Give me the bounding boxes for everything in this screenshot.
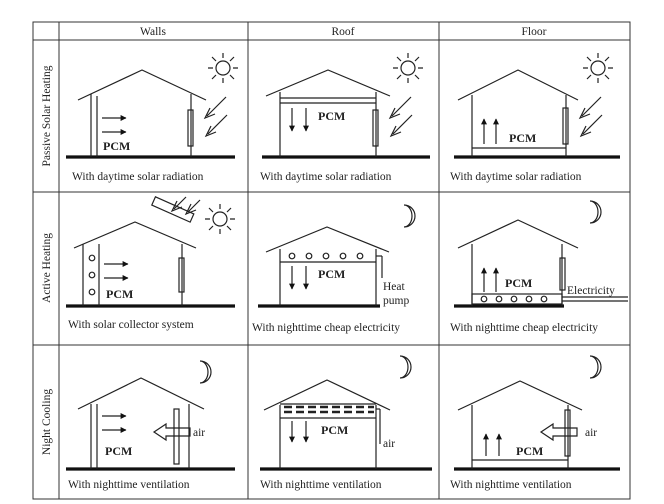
house-outline: [258, 226, 390, 308]
column-header-floor: Floor: [522, 26, 547, 38]
heat-pump-pipe-circles-icon: [288, 252, 364, 260]
moon-icon: [589, 355, 602, 379]
ventilation-dashes-icon: [284, 405, 374, 414]
house-outline: [262, 69, 430, 159]
heating-cable-circles-icon: [480, 295, 548, 303]
cell-active-floor: PCM Electricity With nighttime cheap ele…: [450, 200, 628, 334]
house-outline: [454, 219, 579, 308]
solar-radiation-arrows-icon: [578, 96, 603, 138]
fluid-pipe-circles-icon: [88, 254, 96, 296]
pcm-label: PCM: [321, 423, 348, 437]
solar-radiation-arrows-icon: [388, 96, 413, 138]
column-header-walls: Walls: [140, 26, 166, 38]
cell-night-roof: PCM air With nighttime ventilation: [260, 355, 432, 491]
house-outline: [454, 69, 620, 159]
sun-icon: [583, 53, 613, 83]
cell-active-roof: PCM Heat pump With nighttime cheap elect…: [252, 204, 416, 334]
row-label-night-cooling: Night Cooling: [41, 389, 53, 455]
house-outline: [66, 69, 235, 159]
cell-caption: With nighttime ventilation: [450, 479, 572, 491]
sun-icon: [208, 53, 238, 83]
cell-caption: With nighttime cheap electricity: [450, 322, 598, 334]
cell-caption: With daytime solar radiation: [260, 171, 392, 183]
cell-caption: With nighttime cheap electricity: [252, 322, 400, 334]
cell-night-walls: PCM air With nighttime ventilation: [66, 360, 235, 491]
cell-passive-walls: PCM With daytime solar radiation: [66, 53, 238, 183]
cell-caption: With nighttime ventilation: [68, 479, 190, 491]
air-label: air: [585, 427, 597, 439]
cell-passive-roof: PCM With daytime solar radiation: [260, 53, 430, 183]
house-outline: [454, 380, 620, 471]
solar-radiation-arrows-icon: [170, 196, 201, 216]
cell-passive-floor: PCM With daytime solar radiation: [450, 53, 620, 183]
sun-icon: [205, 204, 235, 234]
moon-icon: [399, 355, 412, 379]
cell-caption: With nighttime ventilation: [260, 479, 382, 491]
pcm-label: PCM: [103, 139, 130, 153]
pcm-label: PCM: [505, 276, 532, 290]
moon-icon: [403, 204, 416, 228]
electricity-label: Electricity: [567, 285, 615, 297]
moon-icon: [589, 200, 602, 224]
pcm-label: PCM: [318, 267, 345, 281]
air-label: air: [383, 438, 395, 450]
row-label-passive-solar-heating: Passive Solar Heating: [41, 65, 53, 166]
sun-icon: [393, 53, 423, 83]
house-outline: [66, 377, 235, 471]
heat-pump-label: pump: [383, 295, 409, 307]
cell-active-walls: PCM With solar collector system: [66, 196, 235, 331]
cell-caption: With daytime solar radiation: [450, 171, 582, 183]
pcm-label: PCM: [105, 444, 132, 458]
cell-night-floor: PCM air With nighttime ventilation: [450, 355, 620, 491]
pcm-label: PCM: [106, 287, 133, 301]
moon-icon: [199, 360, 212, 384]
row-label-active-heating: Active Heating: [41, 233, 53, 303]
air-label: air: [193, 427, 205, 439]
house-outline: [66, 221, 235, 308]
air-flow-arrow-icon: [152, 422, 191, 442]
cell-caption: With daytime solar radiation: [72, 171, 204, 183]
house-outline: [260, 379, 432, 471]
solar-radiation-arrows-icon: [203, 96, 228, 138]
pcm-label: PCM: [509, 131, 536, 145]
air-flow-arrow-icon: [539, 422, 578, 442]
pcm-label: PCM: [318, 109, 345, 123]
pcm-label: PCM: [516, 444, 543, 458]
heat-pump-label: Heat: [383, 281, 406, 293]
table-grid: [32, 21, 631, 500]
column-header-roof: Roof: [332, 26, 355, 38]
cell-caption: With solar collector system: [68, 319, 194, 331]
